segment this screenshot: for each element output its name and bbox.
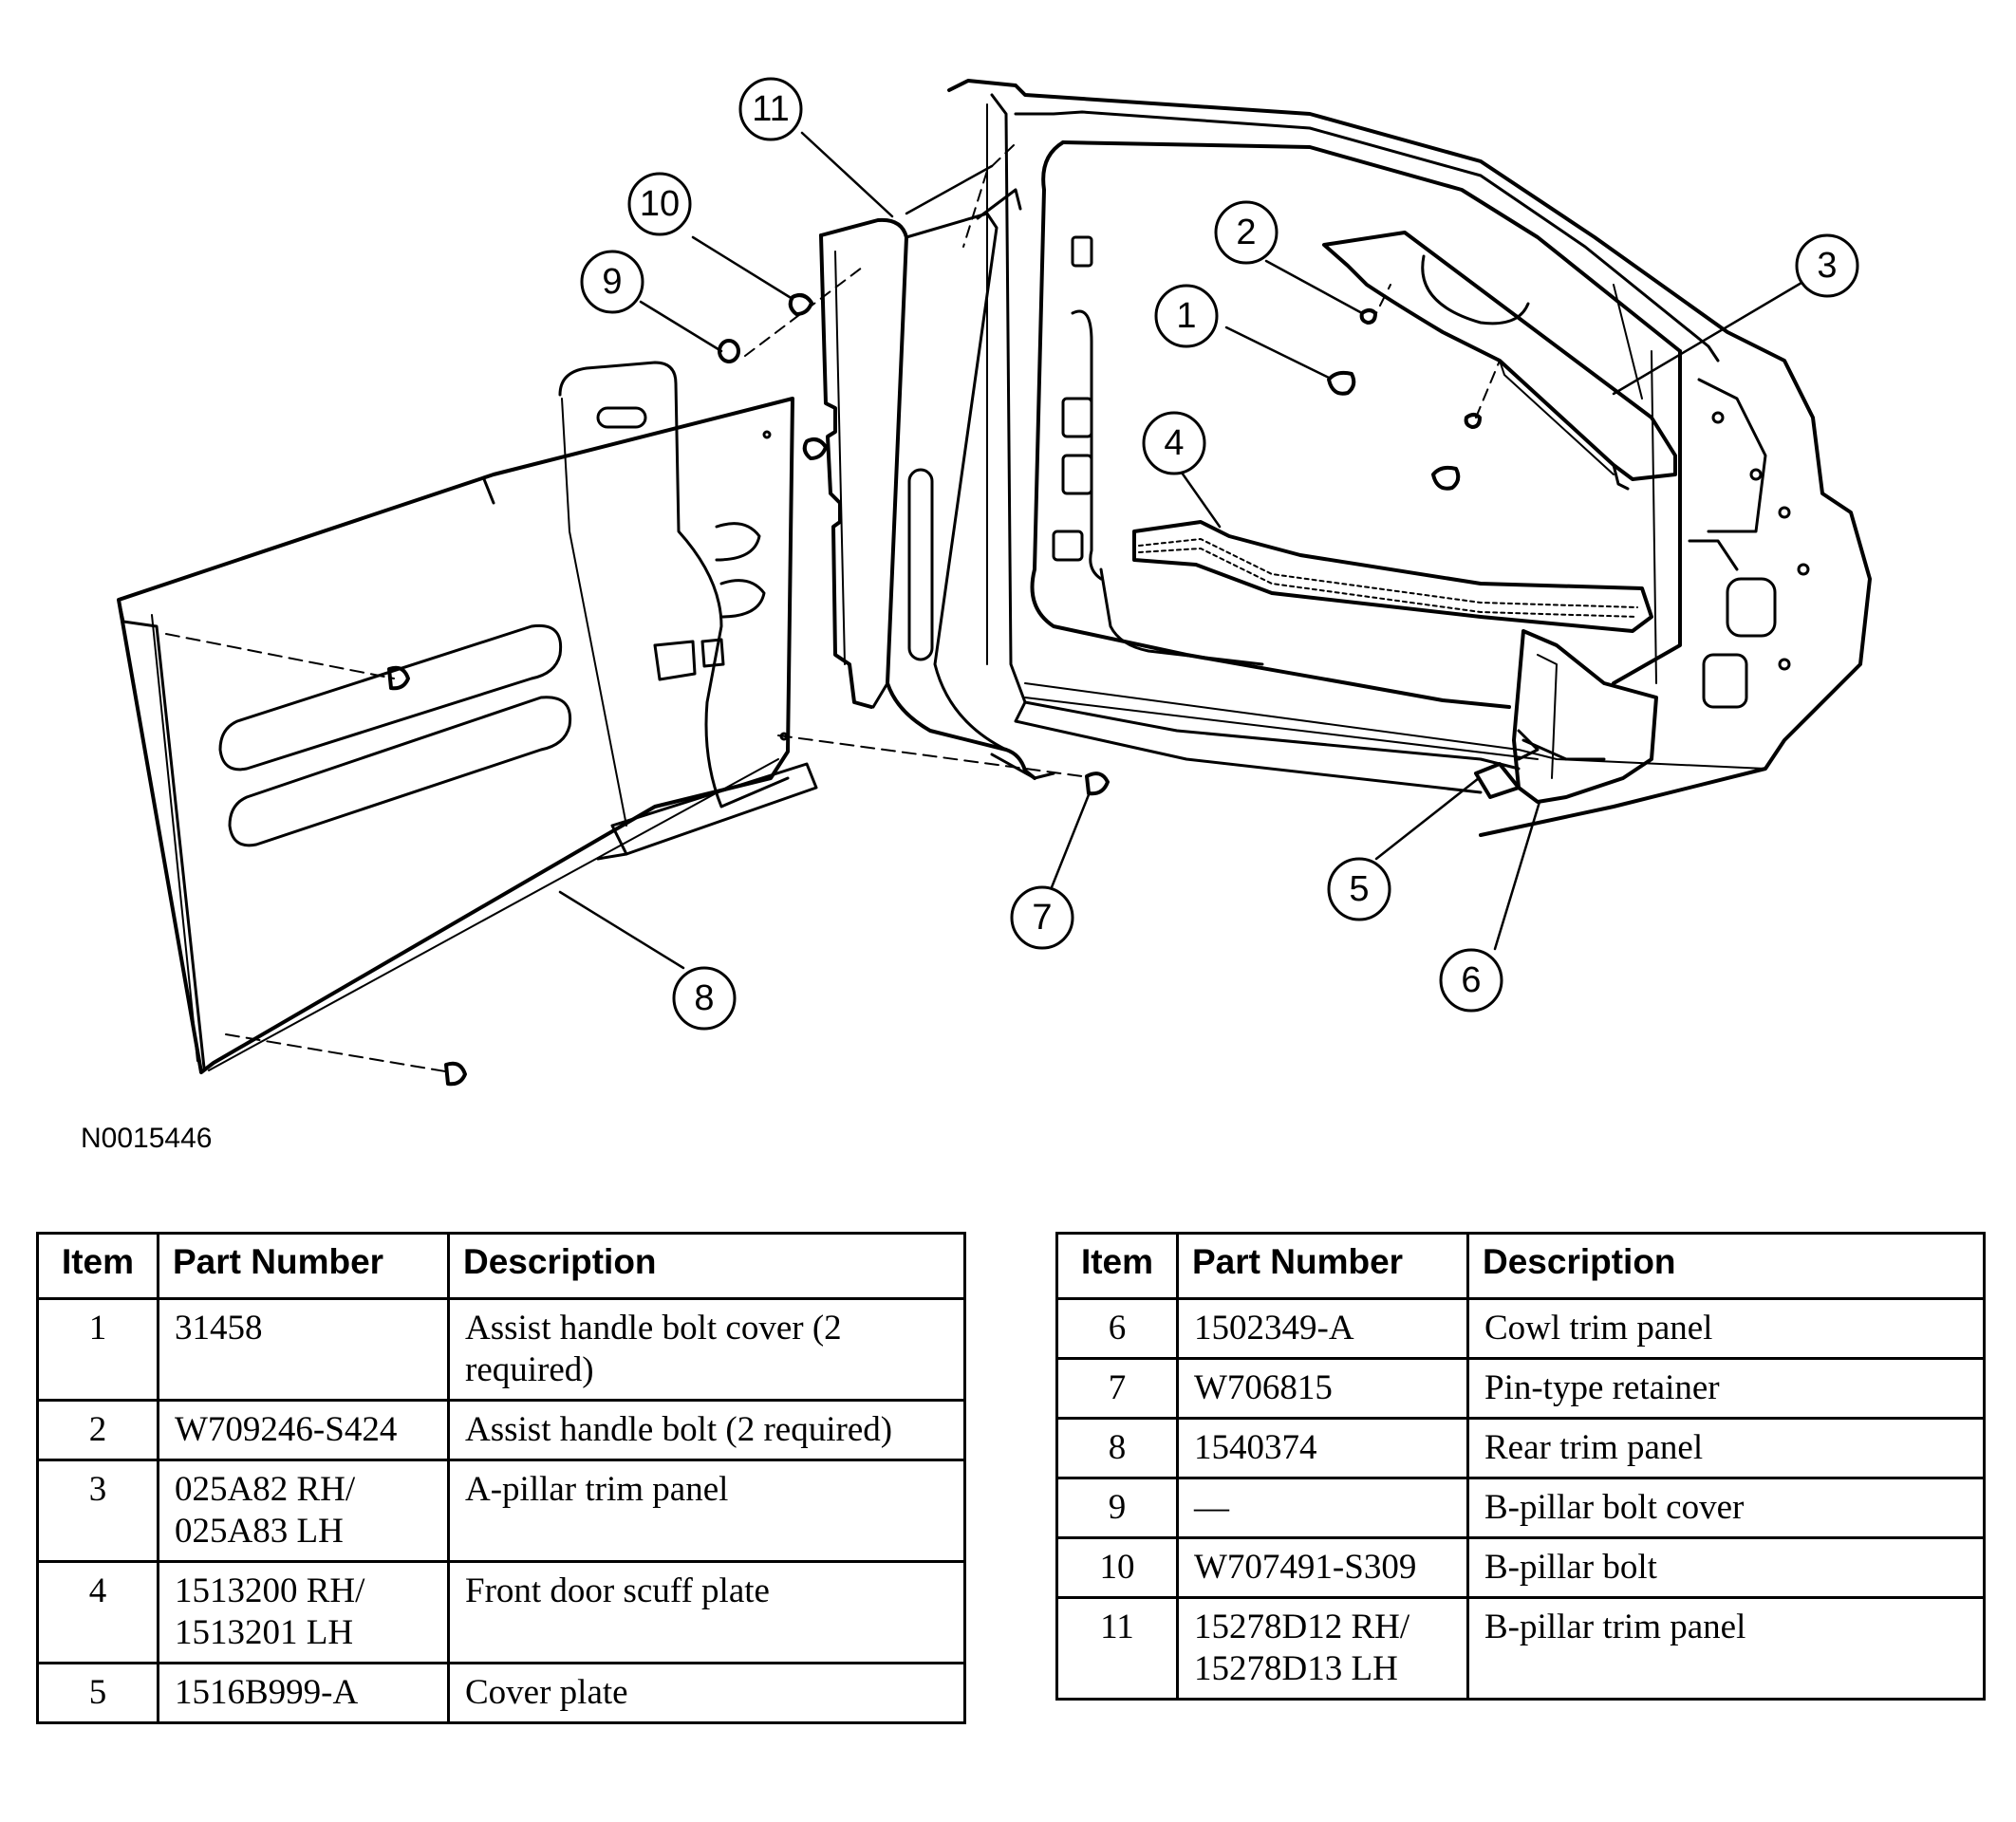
callout-5: 5 [1327,857,1391,921]
row-part-number: 1540374 [1176,1417,1469,1479]
row-description: B-pillar bolt cover [1466,1477,1986,1539]
row-part-number: 1513200 RH/ 1513201 LH [157,1560,450,1664]
row-item: 8 [1055,1417,1179,1479]
row-part-number: 15278D12 RH/ 15278D13 LH [1176,1596,1469,1701]
header-item: Item [36,1232,159,1300]
row-part-number: W709246-S424 [157,1399,450,1461]
callout-7-label: 7 [1032,898,1052,938]
header-part-number: Part Number [1176,1232,1469,1300]
row-description: Rear trim panel [1466,1417,1986,1479]
table-row: 9—B-pillar bolt cover [1055,1477,1986,1539]
row-description: Cowl trim panel [1466,1297,1986,1360]
header-description: Description [447,1232,966,1300]
row-item: 6 [1055,1297,1179,1360]
callout-1-label: 1 [1176,296,1196,336]
row-item: 11 [1055,1596,1179,1701]
table-header-row: Item Part Number Description [36,1232,966,1300]
row-item: 7 [1055,1357,1179,1420]
header-item: Item [1055,1232,1179,1300]
callout-7: 7 [1010,885,1074,950]
callout-bubbles: 1 2 3 4 5 6 7 8 9 10 11 [580,77,1859,1031]
callout-3-label: 3 [1817,246,1837,286]
row-description: B-pillar bolt [1466,1536,1986,1599]
rear-trim-panel-drawing [117,361,818,1087]
callout-6: 6 [1439,948,1503,1013]
row-part-number: 025A82 RH/ 025A83 LH [157,1459,450,1563]
header-description: Description [1466,1232,1986,1300]
row-part-number: W706815 [1176,1357,1469,1420]
row-item: 4 [36,1560,159,1664]
front-door-scuff-plate-drawing [1132,520,1653,633]
callout-2: 2 [1214,200,1279,265]
callout-4-label: 4 [1164,423,1184,463]
callout-10: 10 [627,172,692,236]
callout-11-label: 11 [752,89,789,129]
row-description: A-pillar trim panel [447,1459,966,1563]
figure-id: N0015446 [81,1123,213,1154]
row-part-number: — [1176,1477,1469,1539]
row-part-number: 1502349-A [1176,1297,1469,1360]
row-description: Pin-type retainer [1466,1357,1986,1420]
row-item: 10 [1055,1536,1179,1599]
callout-3: 3 [1795,233,1859,298]
callout-8-label: 8 [694,978,714,1018]
row-item: 1 [36,1297,159,1402]
door-opening-body-drawing [947,79,1872,837]
row-item: 3 [36,1459,159,1563]
callout-9: 9 [580,250,644,314]
callout-5-label: 5 [1349,869,1369,909]
callout-10-label: 10 [640,184,680,224]
row-description: Assist handle bolt cover (2 required) [447,1297,966,1402]
b-pillar-trim-panel-drawing [819,188,1055,780]
callout-8: 8 [672,966,737,1031]
row-description: B-pillar trim panel [1466,1596,1986,1701]
callout-2-label: 2 [1236,213,1256,252]
callout-1: 1 [1154,284,1219,348]
row-part-number: 31458 [157,1297,450,1402]
row-part-number: 1516B999-A [157,1662,450,1724]
callout-11: 11 [738,77,803,141]
callout-4: 4 [1142,411,1206,475]
row-item: 9 [1055,1477,1179,1539]
row-item: 2 [36,1399,159,1461]
table-header-row: Item Part Number Description [1055,1232,1986,1300]
row-description: Front door scuff plate [447,1560,966,1664]
a-pillar-trim-panel-drawing [1322,231,1677,491]
cowl-trim-panel-drawing [1474,629,1658,804]
callout-6-label: 6 [1461,960,1481,1000]
row-item: 5 [36,1662,159,1724]
callout-9-label: 9 [602,262,622,302]
exploded-parts-diagram: 1 2 3 4 5 6 7 8 9 10 11 [117,77,1872,1087]
b-pillar-fasteners [718,144,1110,796]
leader-lines [558,131,1803,970]
header-part-number: Part Number [157,1232,450,1300]
row-description: Assist handle bolt (2 required) [447,1399,966,1461]
row-part-number: W707491-S309 [1176,1536,1469,1599]
row-description: Cover plate [447,1662,966,1724]
